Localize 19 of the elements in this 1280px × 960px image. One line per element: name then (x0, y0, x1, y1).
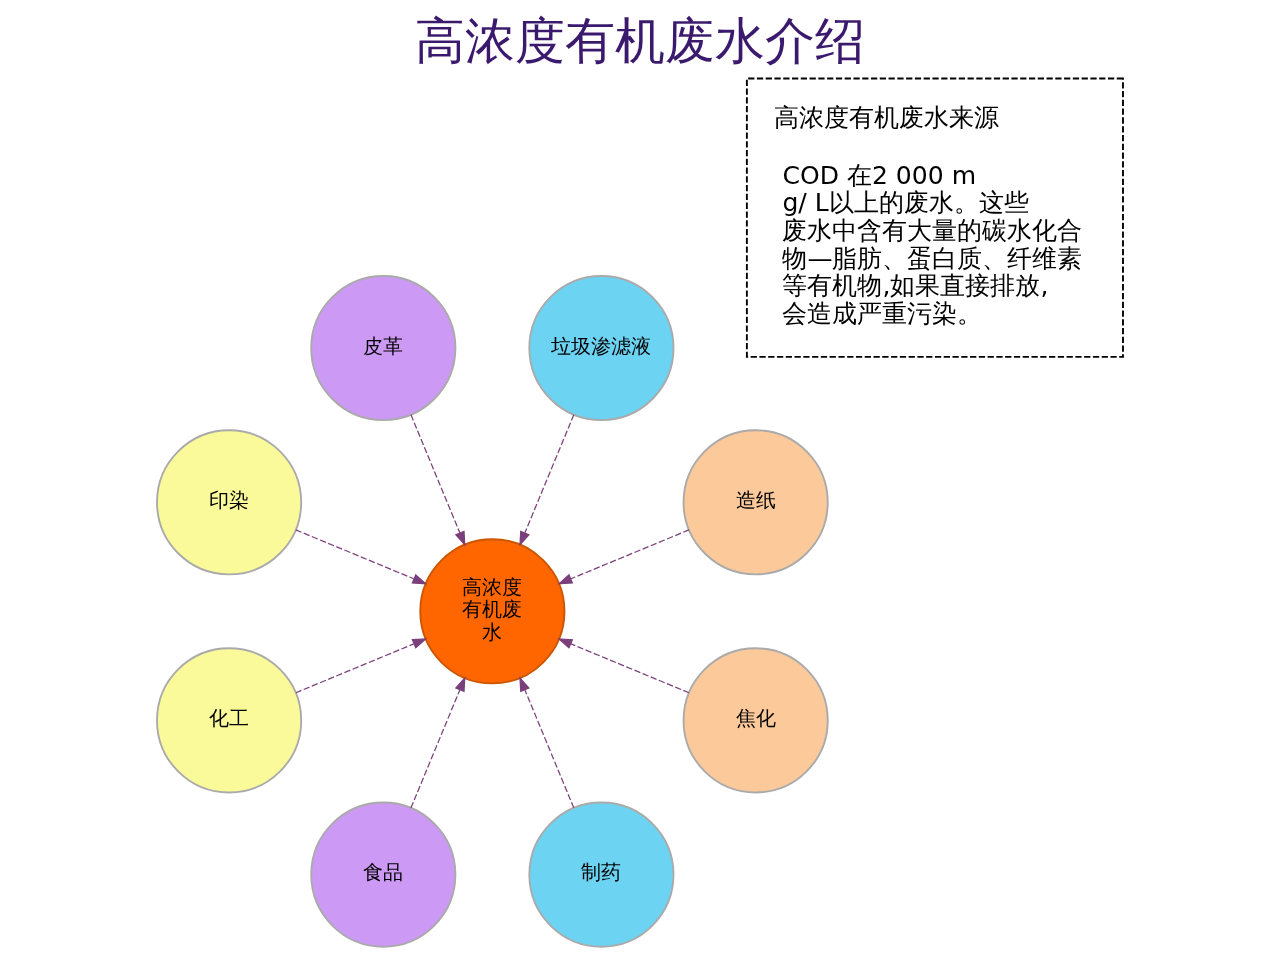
node-box: 高浓度有机废水来源 COD 在2 000 mg/ L以上的废水。这些废水中含有大量的碳水化合物—脂肪、蛋白质、纤维素等有机物,如果直接排放,会造成严重污染。 (745, 77, 1124, 358)
node-circle: 高浓度有机废水 (419, 538, 566, 685)
arrow (410, 414, 466, 547)
arrow (410, 676, 466, 809)
diagram-title: 高浓度有机废水介绍 (415, 11, 865, 71)
arrow (295, 638, 428, 694)
node-circle: 化工 (156, 647, 303, 794)
node-circle: 制药 (528, 801, 675, 948)
arrow (557, 638, 690, 694)
node-circle: 焦化 (682, 647, 829, 794)
arrow (519, 676, 575, 809)
node-circle: 印染 (156, 429, 303, 576)
arrow (519, 414, 575, 547)
arrow (295, 529, 428, 585)
node-circle: 皮革 (310, 275, 457, 422)
arrow (557, 529, 690, 585)
node-circle: 垃圾渗滤液 (528, 275, 675, 422)
node-circle: 食品 (310, 801, 457, 948)
node-circle: 造纸 (682, 429, 829, 576)
